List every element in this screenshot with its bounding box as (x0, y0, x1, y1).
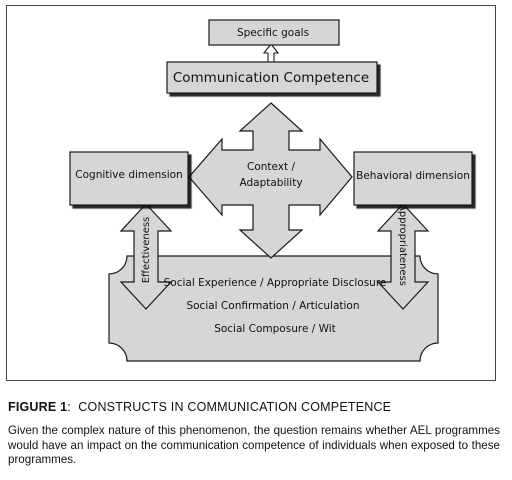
context-label-line1: Context / (247, 161, 295, 173)
context-cross-arrow (188, 102, 353, 259)
specific-goals-box (208, 19, 340, 46)
right-double-arrow (376, 203, 430, 310)
figure-separator: : (67, 400, 71, 414)
left-double-arrow (119, 203, 173, 310)
behavioral-dimension-label: Behavioral dimension (356, 170, 470, 182)
context-label-line2: Adaptability (239, 177, 302, 189)
base-line-3: Social Composure / Wit (214, 323, 336, 335)
caption-block: FIGURE 1: CONSTRUCTS IN COMMUNICATION CO… (8, 400, 500, 468)
figure-label: FIGURE 1 (8, 400, 68, 414)
base-line-1: Social Experience / Appropriate Disclosu… (164, 277, 387, 289)
cognitive-dimension-label: Cognitive dimension (75, 169, 182, 181)
behavioral-dimension-box (353, 151, 473, 206)
communication-competence-label: Communication Competence (173, 70, 369, 86)
base-plaque (108, 255, 439, 362)
diagram: Specific goals Communication Competence … (69, 19, 473, 362)
figure-description: Given the complex nature of this phenome… (8, 424, 500, 466)
figure-frame (6, 5, 496, 381)
cognitive-dimension-box (69, 151, 189, 206)
communication-competence-box (166, 61, 378, 94)
appropriateness-label: Appropriateness (397, 204, 408, 286)
specific-goals-label: Specific goals (237, 27, 309, 39)
effectiveness-label: Effectiveness (141, 217, 152, 284)
base-line-2: Social Confirmation / Articulation (186, 300, 359, 312)
small-up-arrow (262, 43, 280, 63)
figure-caption: FIGURE 1: CONSTRUCTS IN COMMUNICATION CO… (8, 400, 500, 414)
figure-title: CONSTRUCTS IN COMMUNICATION COMPETENCE (78, 400, 392, 414)
